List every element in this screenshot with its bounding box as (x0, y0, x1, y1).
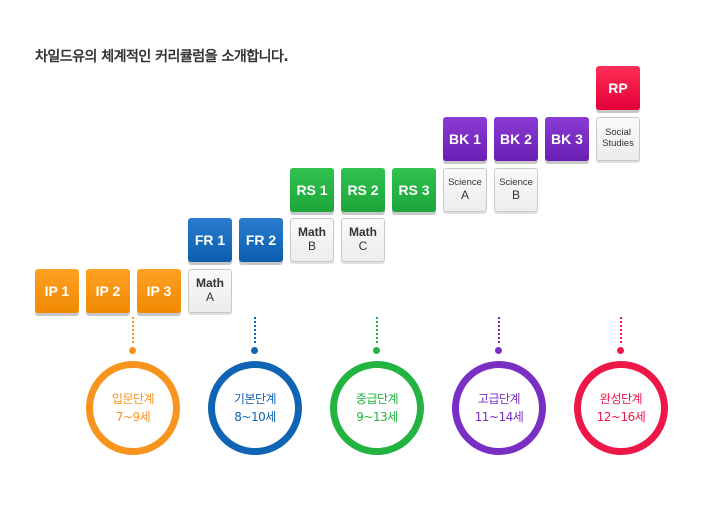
connector-dot (495, 347, 502, 354)
block-rp: RP (596, 66, 640, 110)
connector-dot (251, 347, 258, 354)
block-science-a-subject: Science (448, 176, 482, 188)
page-title: 차일드유의 체계적인 커리큘럼을 소개합니다. (35, 49, 289, 65)
block-fr1: FR 1 (188, 218, 232, 262)
stage-ages: 8~10세 (234, 410, 276, 424)
block-rs1: RS 1 (290, 168, 334, 212)
block-science-b-level: B (511, 187, 520, 202)
block-ip2: IP 2 (86, 269, 130, 313)
block-ip1: IP 1 (35, 269, 79, 313)
stage-ages: 12~16세 (596, 410, 646, 424)
block-rs3: RS 3 (392, 168, 436, 212)
stage-circle-basic: 기본단계 8~10세 (208, 361, 302, 455)
block-math-a: Math A (188, 269, 232, 313)
connector-line (620, 317, 622, 343)
block-math-b: Math B (290, 218, 334, 262)
stage-circle-advanced: 고급단계 11~14세 (452, 361, 546, 455)
stage-ages: 11~14세 (474, 410, 524, 424)
block-math-c-level: C (358, 239, 368, 253)
block-math-a-subject: Math (196, 276, 224, 291)
stage-name: 기본단계 (233, 392, 277, 406)
stage-circle-completion: 완성단계 12~16세 (574, 361, 668, 455)
block-social-studies-line2: Studies (602, 138, 634, 149)
block-fr2: FR 2 (239, 218, 283, 262)
block-bk3: BK 3 (545, 117, 589, 161)
block-science-a-level: A (460, 187, 469, 202)
connector-dot (617, 347, 624, 354)
block-rs2: RS 2 (341, 168, 385, 212)
connector-line (132, 317, 134, 343)
connector-dot (373, 347, 380, 354)
block-social-studies: Social Studies (596, 117, 640, 161)
block-math-c: Math C (341, 218, 385, 262)
connector-line (376, 317, 378, 343)
block-ip3: IP 3 (137, 269, 181, 313)
connector-line (254, 317, 256, 343)
block-science-b: Science B (494, 168, 538, 212)
block-science-b-subject: Science (499, 176, 533, 188)
stage-name: 중급단계 (355, 392, 399, 406)
block-math-b-subject: Math (298, 225, 326, 240)
block-math-b-level: B (307, 239, 316, 253)
block-math-a-level: A (205, 290, 214, 304)
block-bk2: BK 2 (494, 117, 538, 161)
block-science-a: Science A (443, 168, 487, 212)
block-social-studies-line1: Social (605, 127, 631, 139)
connector-dot (129, 347, 136, 354)
block-math-c-subject: Math (349, 225, 377, 240)
stage-circle-intermediate: 중급단계 9~13세 (330, 361, 424, 455)
stage-ages: 7~9세 (115, 410, 151, 424)
block-bk1: BK 1 (443, 117, 487, 161)
stage-ages: 9~13세 (356, 410, 398, 424)
stage-name: 고급단계 (477, 392, 521, 406)
connector-line (498, 317, 500, 343)
stage-circle-beginner: 입문단계 7~9세 (86, 361, 180, 455)
stage-name: 입문단계 (111, 392, 155, 406)
stage-name: 완성단계 (599, 392, 643, 406)
